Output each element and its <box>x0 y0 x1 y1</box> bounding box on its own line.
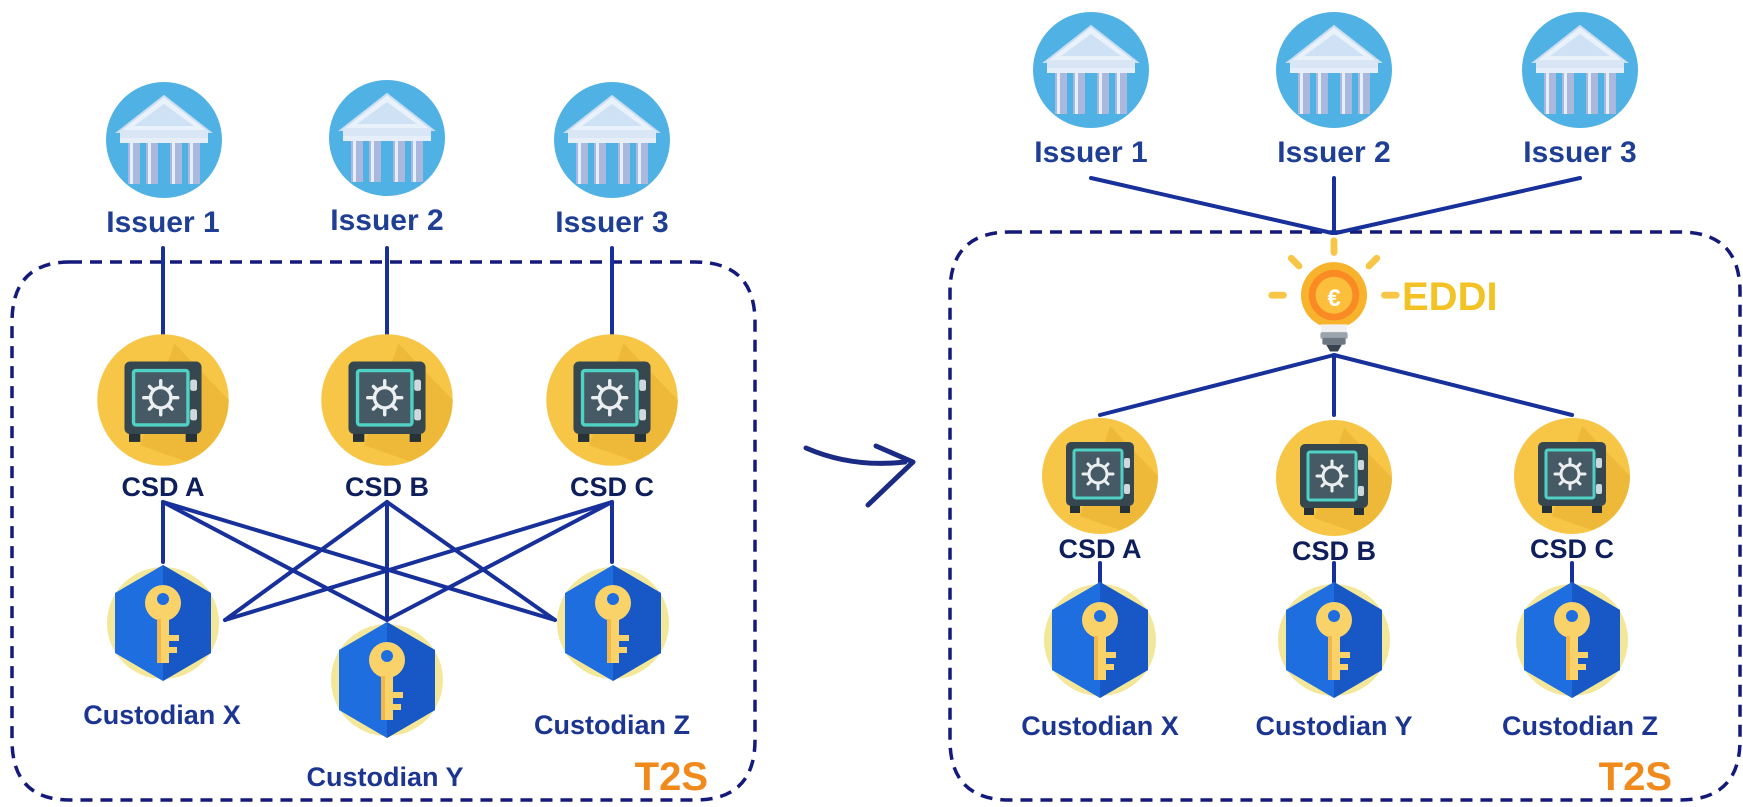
right-issuer-1-label: Issuer 1 <box>1034 136 1147 169</box>
right-eddi-hub: € EDDI <box>1272 241 1498 352</box>
right-issuer-1: Issuer 1 <box>1032 11 1150 169</box>
left-custodian-y-label: Custodian Y <box>306 762 463 792</box>
key-badge-icon <box>557 565 669 681</box>
right-csd-c-label: CSD C <box>1530 534 1614 564</box>
right-issuer-3: Issuer 3 <box>1521 11 1639 169</box>
left-custodian-x: Custodian X <box>83 565 241 730</box>
key-badge-icon <box>1516 582 1628 698</box>
right-csd-a: CSD A <box>1040 416 1160 564</box>
euro-sign-icon: € <box>1327 285 1340 312</box>
key-badge-icon <box>107 565 219 681</box>
right-issuer-2-label: Issuer 2 <box>1277 136 1390 169</box>
bank-building-icon <box>553 81 671 199</box>
left-custodian-y: Custodian Y <box>306 622 464 792</box>
left-issuer-2: Issuer 2 <box>328 79 446 237</box>
left-custodian-x-label: Custodian X <box>83 700 241 730</box>
left-connectors <box>161 246 614 622</box>
left-csd-a: CSD A <box>95 332 231 502</box>
right-eddi-label: EDDI <box>1402 275 1498 319</box>
safe-vault-icon <box>1040 416 1160 536</box>
right-custodian-z-label: Custodian Z <box>1502 711 1658 741</box>
right-csd-a-label: CSD A <box>1058 534 1141 564</box>
safe-vault-icon <box>1512 416 1632 536</box>
bank-building-icon <box>105 81 223 199</box>
left-t2s-boundary <box>10 260 757 802</box>
key-badge-icon <box>331 622 443 738</box>
left-csd-b: CSD B <box>319 332 455 502</box>
safe-vault-icon <box>544 332 680 468</box>
safe-vault-icon <box>319 332 455 468</box>
bank-building-icon <box>1275 11 1393 129</box>
right-connectors <box>1089 176 1582 584</box>
curved-arrow-icon <box>803 443 916 508</box>
left-issuer-1: Issuer 1 <box>105 81 223 239</box>
left-issuer-1-label: Issuer 1 <box>106 206 219 239</box>
left-custodian-z: Custodian Z <box>534 565 690 740</box>
right-csd-b-label: CSD B <box>1292 536 1376 566</box>
key-badge-icon <box>1278 582 1390 698</box>
right-custodian-x: Custodian X <box>1021 582 1179 741</box>
left-diagram: Issuer 1 Issuer 2 Issuer 3 CSD A CSD B C… <box>10 79 757 802</box>
right-custodian-y: Custodian Y <box>1255 582 1413 741</box>
right-diagram: Issuer 1 Issuer 2 Issuer 3 € EDDI CSD A … <box>948 11 1742 802</box>
bank-building-icon <box>1521 11 1639 129</box>
right-custodian-z: Custodian Z <box>1502 582 1658 741</box>
right-issuer-2: Issuer 2 <box>1275 11 1393 169</box>
left-issuer-2-label: Issuer 2 <box>330 204 443 237</box>
left-csd-b-label: CSD B <box>345 472 429 502</box>
left-csd-c-label: CSD C <box>570 472 654 502</box>
right-custodian-y-label: Custodian Y <box>1255 711 1412 741</box>
left-csd-a-label: CSD A <box>121 472 204 502</box>
bank-building-icon <box>328 79 446 197</box>
right-t2s-label: T2S <box>1599 755 1672 799</box>
left-csd-c: CSD C <box>544 332 680 502</box>
left-issuer-3-label: Issuer 3 <box>555 206 668 239</box>
left-t2s-label: T2S <box>635 755 708 799</box>
right-custodian-x-label: Custodian X <box>1021 711 1179 741</box>
safe-vault-icon <box>95 332 231 468</box>
left-issuer-3: Issuer 3 <box>553 81 671 239</box>
right-issuer-3-label: Issuer 3 <box>1523 136 1636 169</box>
safe-vault-icon <box>1274 418 1394 538</box>
key-badge-icon <box>1044 582 1156 698</box>
left-custodian-z-label: Custodian Z <box>534 710 690 740</box>
right-csd-c: CSD C <box>1512 416 1632 564</box>
right-csd-b: CSD B <box>1274 418 1394 566</box>
bank-building-icon <box>1032 11 1150 129</box>
